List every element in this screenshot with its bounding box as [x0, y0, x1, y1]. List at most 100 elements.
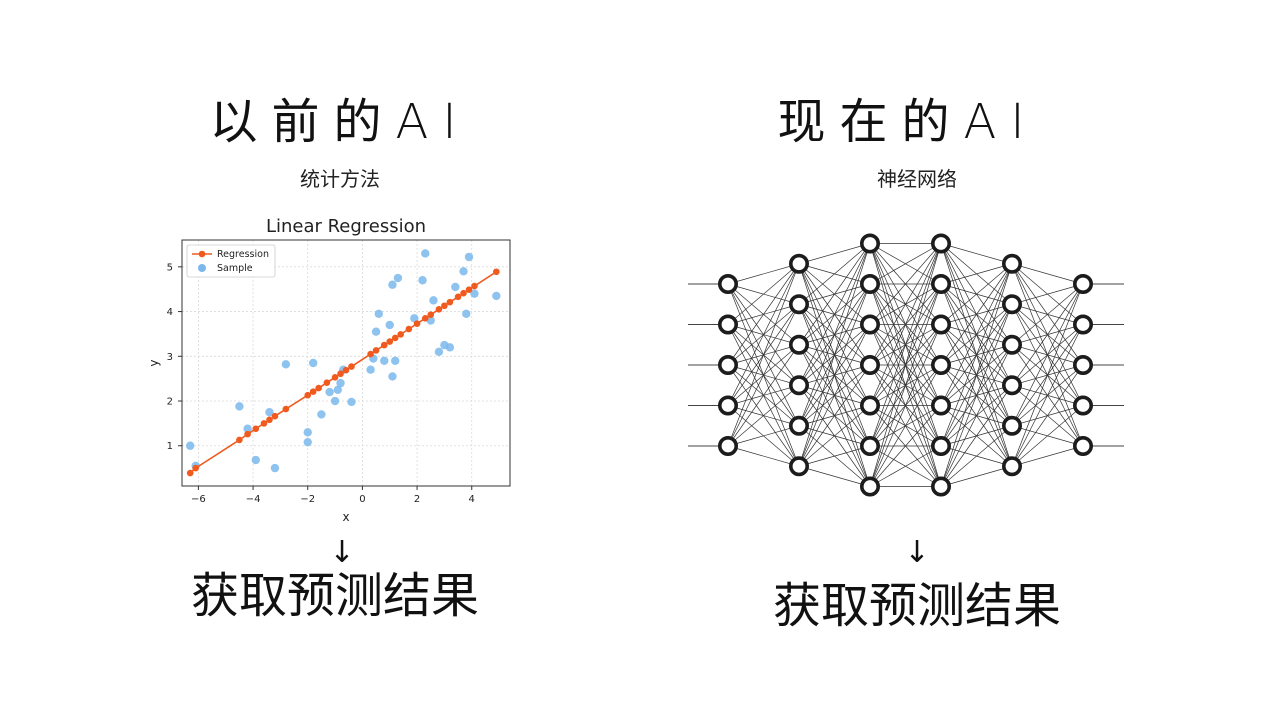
neuron-node [931, 436, 952, 457]
regression-point [391, 334, 399, 342]
neuron-node [1072, 436, 1093, 457]
connection-line [798, 283, 871, 467]
connection-line [869, 243, 942, 366]
regression-point [413, 320, 421, 327]
left-down-arrow-icon: ↓ [329, 535, 355, 570]
connection-line [940, 263, 1013, 285]
right-down-arrow-icon: ↓ [904, 535, 930, 570]
connection-line [1011, 283, 1084, 305]
y-tick-label: 3 [167, 352, 173, 363]
sample-point [445, 343, 455, 352]
connection-line [1011, 263, 1084, 285]
sample-point [374, 309, 383, 318]
sample-point [270, 463, 280, 473]
connection-line [798, 243, 871, 265]
neuron-node [717, 314, 738, 335]
sample-point [388, 372, 397, 381]
neuron-node [1072, 273, 1093, 294]
sample-point [366, 365, 375, 374]
connection-line [869, 283, 942, 487]
x-tick-label: −4 [246, 494, 261, 505]
regression-point [309, 388, 317, 395]
neuron-node [1001, 375, 1022, 396]
connection-line [940, 425, 1013, 487]
sample-point [281, 360, 291, 369]
sample-point [325, 387, 334, 397]
connection-line [869, 243, 942, 447]
regression-point [266, 416, 273, 424]
connection-line [869, 405, 942, 487]
connection-line [1011, 405, 1084, 467]
neuron-node [1072, 355, 1093, 376]
connection-line [798, 465, 871, 487]
neuron-node [860, 395, 881, 416]
connection-line [869, 243, 942, 325]
regression-point [405, 325, 413, 333]
connection-line [798, 405, 871, 467]
connection-line [1011, 324, 1084, 467]
y-tick-label: 2 [167, 397, 173, 408]
legend-sample-label: Sample [217, 263, 253, 274]
right-subtitle: 神经网络 [877, 167, 957, 191]
regression-point [427, 311, 435, 318]
sample-point [309, 358, 318, 368]
connection-line [727, 263, 800, 406]
neuron-node [789, 253, 810, 274]
connection-line [1011, 283, 1084, 467]
regression-point [244, 430, 251, 438]
regression-point [271, 412, 279, 420]
sample-point [410, 314, 419, 323]
connection-line [940, 263, 1013, 406]
connection-line [727, 263, 800, 366]
regression-point [471, 282, 478, 290]
regression-point [380, 341, 388, 349]
connection-line [869, 364, 942, 487]
plot-frame [181, 239, 511, 487]
regression-point [397, 331, 404, 338]
x-tick-label: −6 [191, 494, 206, 505]
neuron-node [931, 476, 952, 497]
neuron-node [931, 273, 952, 294]
neuron-node [1001, 334, 1022, 355]
right-title: 现在的AI [777, 94, 1039, 150]
connection-line [940, 304, 1013, 487]
sample-point [251, 455, 260, 465]
regression-point [192, 464, 199, 472]
regression-point [342, 366, 350, 374]
neuron-node [717, 395, 738, 416]
connection-line [798, 243, 871, 426]
left-title: 以前的AI [209, 94, 471, 150]
sample-point [330, 396, 340, 406]
x-tick-label: −2 [300, 494, 315, 505]
neuron-node [860, 476, 881, 497]
connection-line [1011, 364, 1084, 467]
neuron-node [931, 314, 952, 335]
connection-line [1011, 445, 1084, 467]
neuron-node [1072, 314, 1093, 335]
sample-point [336, 378, 345, 388]
regression-point [304, 391, 312, 399]
neuron-node [860, 355, 881, 376]
sample-point [317, 410, 326, 419]
neuron-node [860, 233, 881, 254]
connection-line [727, 344, 800, 447]
connection-line [940, 263, 1013, 487]
sample-point [464, 252, 474, 262]
connection-line [869, 445, 942, 487]
x-tick-label: 4 [469, 494, 475, 505]
regression-point [323, 379, 331, 386]
regression-point [441, 302, 448, 310]
sample-point [391, 356, 400, 365]
connection-line [940, 243, 1013, 265]
regression-point [386, 338, 394, 345]
connection-line [798, 445, 871, 467]
neuron-node [1001, 253, 1022, 274]
connection-line [869, 243, 942, 285]
sample-point [265, 408, 274, 417]
regression-point [446, 298, 454, 306]
sample-point [451, 282, 460, 292]
sample-point [303, 428, 312, 437]
neuron-node [789, 375, 810, 396]
sample-point [393, 273, 403, 283]
